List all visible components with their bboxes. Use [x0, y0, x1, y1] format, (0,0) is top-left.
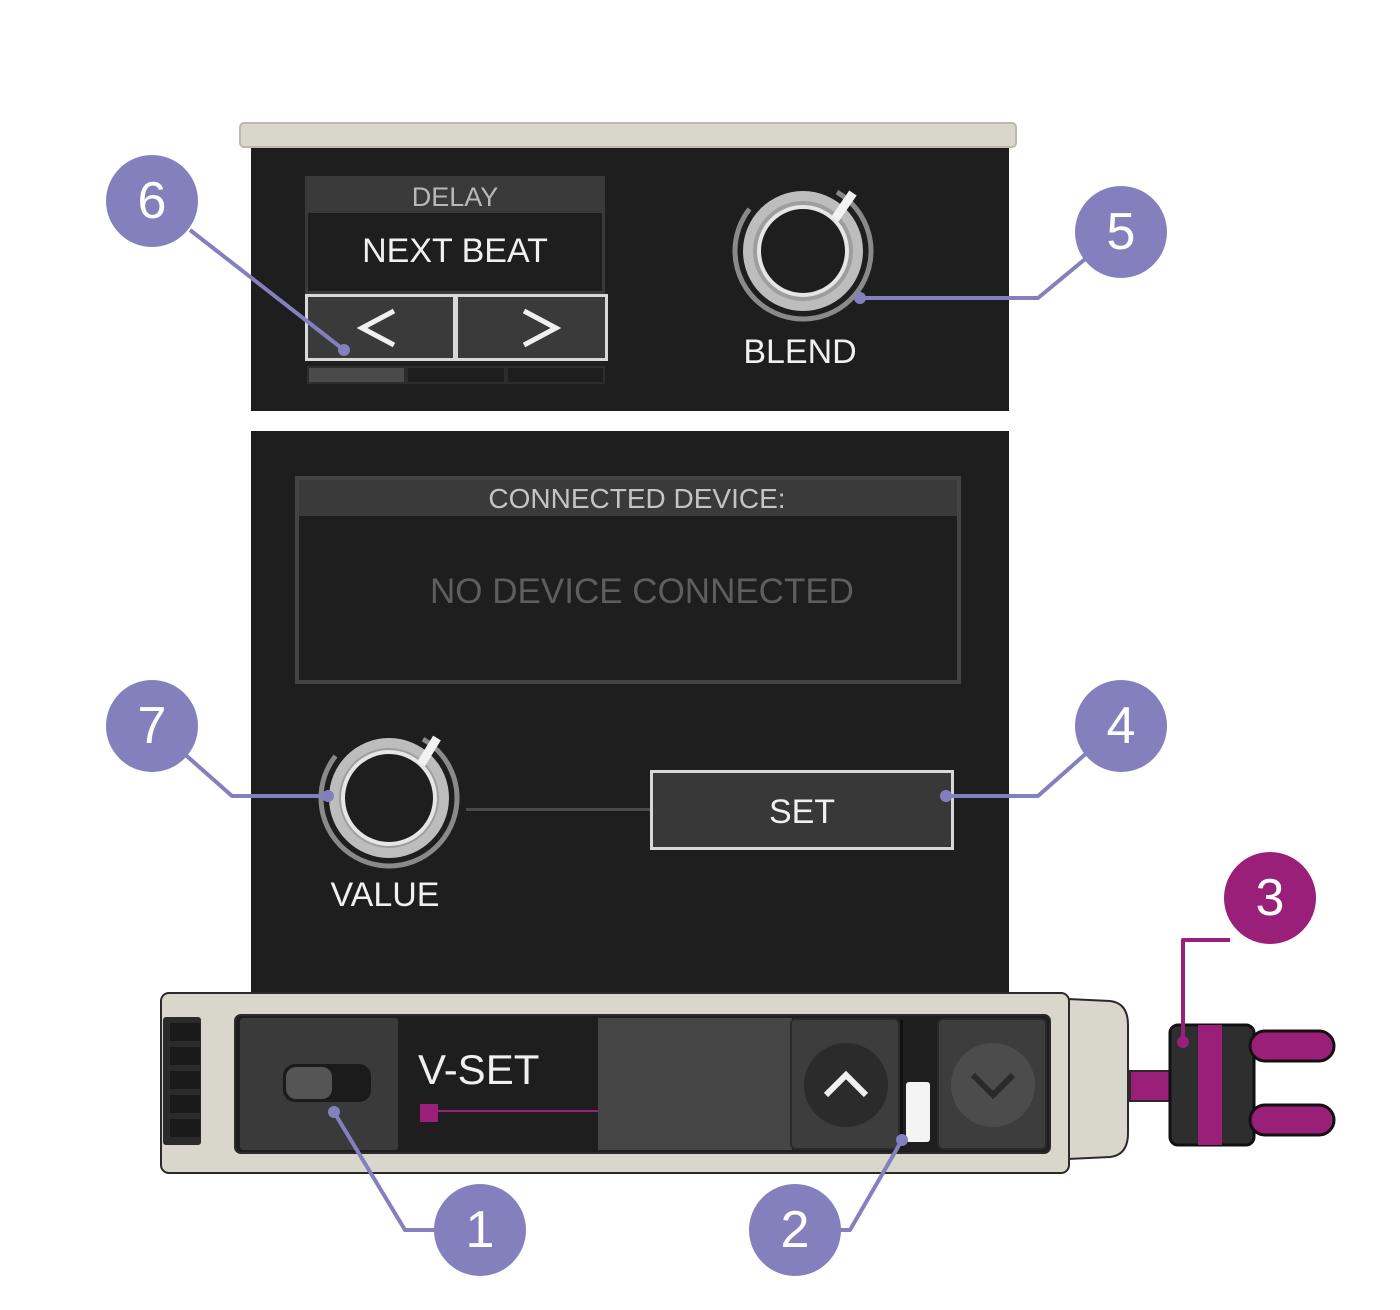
chevron-up-icon [804, 1043, 888, 1127]
callout-2: 2 [749, 1184, 841, 1276]
callout-3: 3 [1224, 852, 1316, 944]
title-underline-line [436, 1110, 598, 1112]
delay-header: DELAY [411, 182, 499, 212]
delay-segment-2 [406, 366, 506, 384]
top-rail [239, 122, 1017, 148]
blend-label: BLEND [743, 333, 857, 371]
chevron-left-icon [356, 308, 396, 348]
blend-knob[interactable] [723, 171, 883, 331]
delay-segment-1 [307, 366, 406, 384]
delay-value: NEXT BEAT [362, 232, 548, 270]
callout-6: 6 [106, 155, 198, 247]
delay-segment-3 [506, 366, 605, 384]
callout-1: 1 [434, 1184, 526, 1276]
chevron-right-icon [522, 308, 562, 348]
set-button-label: SET [768, 793, 836, 831]
callout-7: 7 [106, 680, 198, 772]
device-status: NO DEVICE CONNECTED [430, 572, 854, 611]
set-button[interactable]: SET [650, 770, 954, 850]
value-label: VALUE [330, 876, 440, 914]
connected-device-header: CONNECTED DEVICE: [488, 483, 786, 514]
power-toggle[interactable] [283, 1064, 371, 1102]
plug-connector [1129, 1023, 1336, 1147]
callout-5: 5 [1075, 186, 1167, 278]
value-knob[interactable] [309, 718, 469, 878]
bottom-bar-title: V-SET [418, 1046, 540, 1093]
callout-4: 4 [1075, 680, 1167, 772]
delay-prev-button[interactable] [305, 294, 456, 361]
connected-device-header-bar [299, 480, 957, 516]
delay-header-bar [308, 179, 602, 213]
level-indicator [906, 1082, 930, 1142]
delay-next-button[interactable] [455, 294, 608, 361]
power-toggle-knob [286, 1067, 332, 1099]
title-underline [420, 1104, 438, 1122]
up-button[interactable] [790, 1018, 900, 1150]
chevron-down-icon [951, 1043, 1035, 1127]
knob-set-connector [466, 808, 652, 811]
down-button[interactable] [937, 1018, 1047, 1150]
